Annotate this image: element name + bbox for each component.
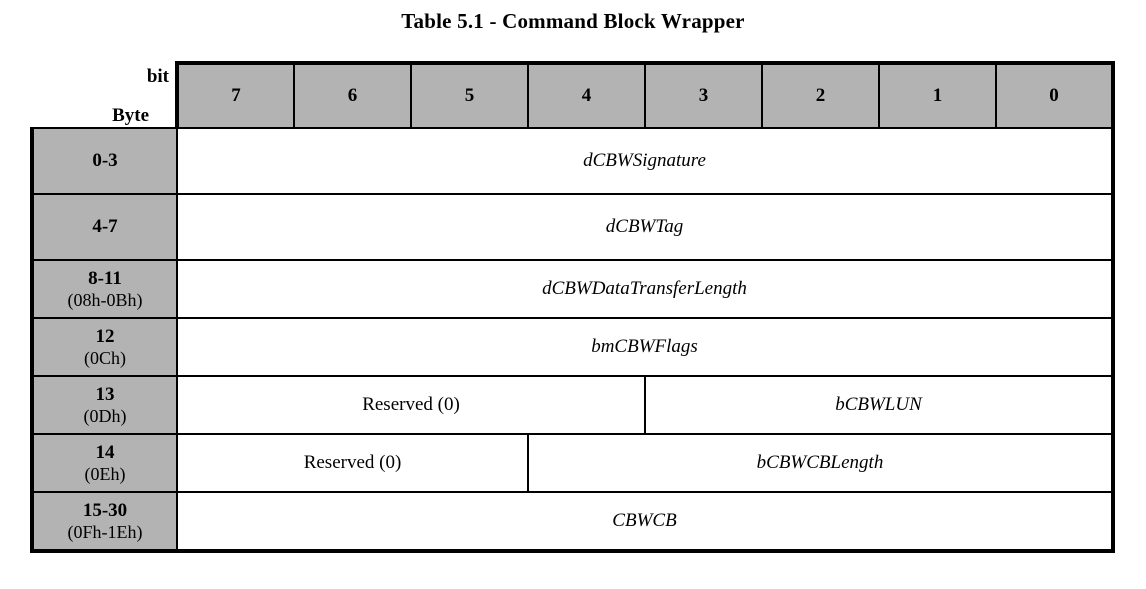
- byte-range-hex: (0Fh-1Eh): [67, 521, 143, 542]
- byte-range-cell: 15-30(0Fh-1Eh): [30, 491, 178, 553]
- byte-range-hex: (0Dh): [83, 405, 127, 426]
- byte-range-hex: (08h-0Bh): [67, 289, 143, 310]
- command-block-wrapper-table: bit Byte 7 6 5 4 3 2 1 0 0-3 dCBWSignatur…: [30, 61, 1115, 553]
- field-cell: dCBWTag: [176, 193, 1115, 261]
- table-row: 12(0Ch)bmCBWFlags: [30, 317, 1115, 377]
- table-row: 14(0Eh)Reserved (0)bCBWCBLength: [30, 433, 1115, 493]
- bit-header-2: 2: [761, 61, 880, 129]
- byte-range-number: 12: [95, 326, 115, 348]
- bit-header-4: 4: [527, 61, 646, 129]
- byte-range-number: 4-7: [92, 216, 118, 238]
- byte-range-number: 15-30: [82, 500, 128, 522]
- field-cell: Reserved (0): [176, 375, 646, 435]
- table-body: bit Byte 7 6 5 4 3 2 1 0 0-3 dCBWSignatur…: [30, 61, 1115, 553]
- bit-header-6: 6: [293, 61, 412, 129]
- byte-range-number: 0-3: [92, 150, 118, 172]
- page-title: Table 5.1 - Command Block Wrapper: [401, 9, 745, 33]
- byte-range-cell: 4-7: [30, 193, 178, 261]
- bit-header-5: 5: [410, 61, 529, 129]
- byte-axis-label: Byte: [112, 104, 149, 126]
- byte-range-cell: 8-11(08h-0Bh): [30, 259, 178, 319]
- byte-range-cell: 14(0Eh): [30, 433, 178, 493]
- field-cell: CBWCB: [176, 491, 1115, 553]
- table-row: 4-7 dCBWTag: [30, 193, 1115, 261]
- field-cell: Reserved (0): [176, 433, 529, 493]
- byte-range-cell: 12(0Ch): [30, 317, 178, 377]
- byte-range-number: 8-11: [88, 268, 122, 290]
- table-row: 15-30(0Fh-1Eh)CBWCB: [30, 491, 1115, 553]
- field-cell: bCBWLUN: [644, 375, 1115, 435]
- byte-range-number: 13: [95, 384, 115, 406]
- field-cell: bCBWCBLength: [527, 433, 1115, 493]
- table-row: 0-3 dCBWSignature: [30, 127, 1115, 195]
- bit-header-1: 1: [878, 61, 997, 129]
- bit-axis-label: bit: [146, 66, 169, 87]
- bit-header-7: 7: [175, 61, 295, 129]
- table-row: 13(0Dh)Reserved (0)bCBWLUN: [30, 375, 1115, 435]
- field-cell: dCBWSignature: [176, 127, 1115, 195]
- table-row: 8-11(08h-0Bh)dCBWDataTransferLength: [30, 259, 1115, 319]
- bit-byte-corner-cell: bit Byte: [32, 63, 177, 128]
- bit-header-0: 0: [995, 61, 1115, 129]
- byte-range-cell: 0-3: [30, 127, 178, 195]
- byte-range-cell: 13(0Dh): [30, 375, 178, 435]
- byte-range-hex: (0Ch): [84, 347, 126, 368]
- byte-range-hex: (0Eh): [84, 463, 126, 484]
- bit-header-3: 3: [644, 61, 763, 129]
- field-cell: dCBWDataTransferLength: [176, 259, 1115, 319]
- table-header-row: bit Byte 7 6 5 4 3 2 1 0: [32, 61, 1115, 129]
- field-cell: bmCBWFlags: [176, 317, 1115, 377]
- byte-range-number: 14: [95, 442, 115, 464]
